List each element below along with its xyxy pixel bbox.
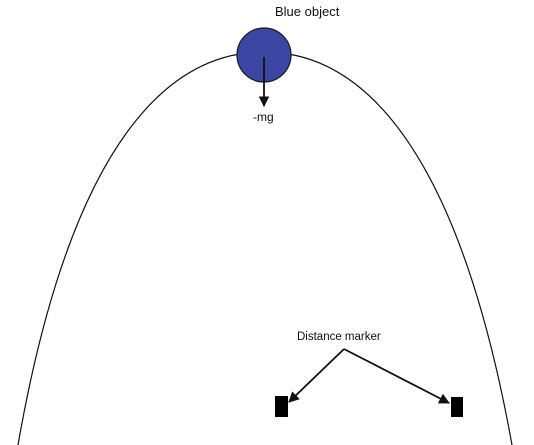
distance-marker-left <box>275 396 288 417</box>
distance-marker-label: Distance marker <box>297 331 381 343</box>
force-label: -mg <box>253 110 274 124</box>
marker-pointer-left <box>288 348 345 403</box>
distance-marker-right <box>451 397 463 417</box>
marker-pointer-right <box>343 348 450 404</box>
object-label: Blue object <box>275 4 340 19</box>
